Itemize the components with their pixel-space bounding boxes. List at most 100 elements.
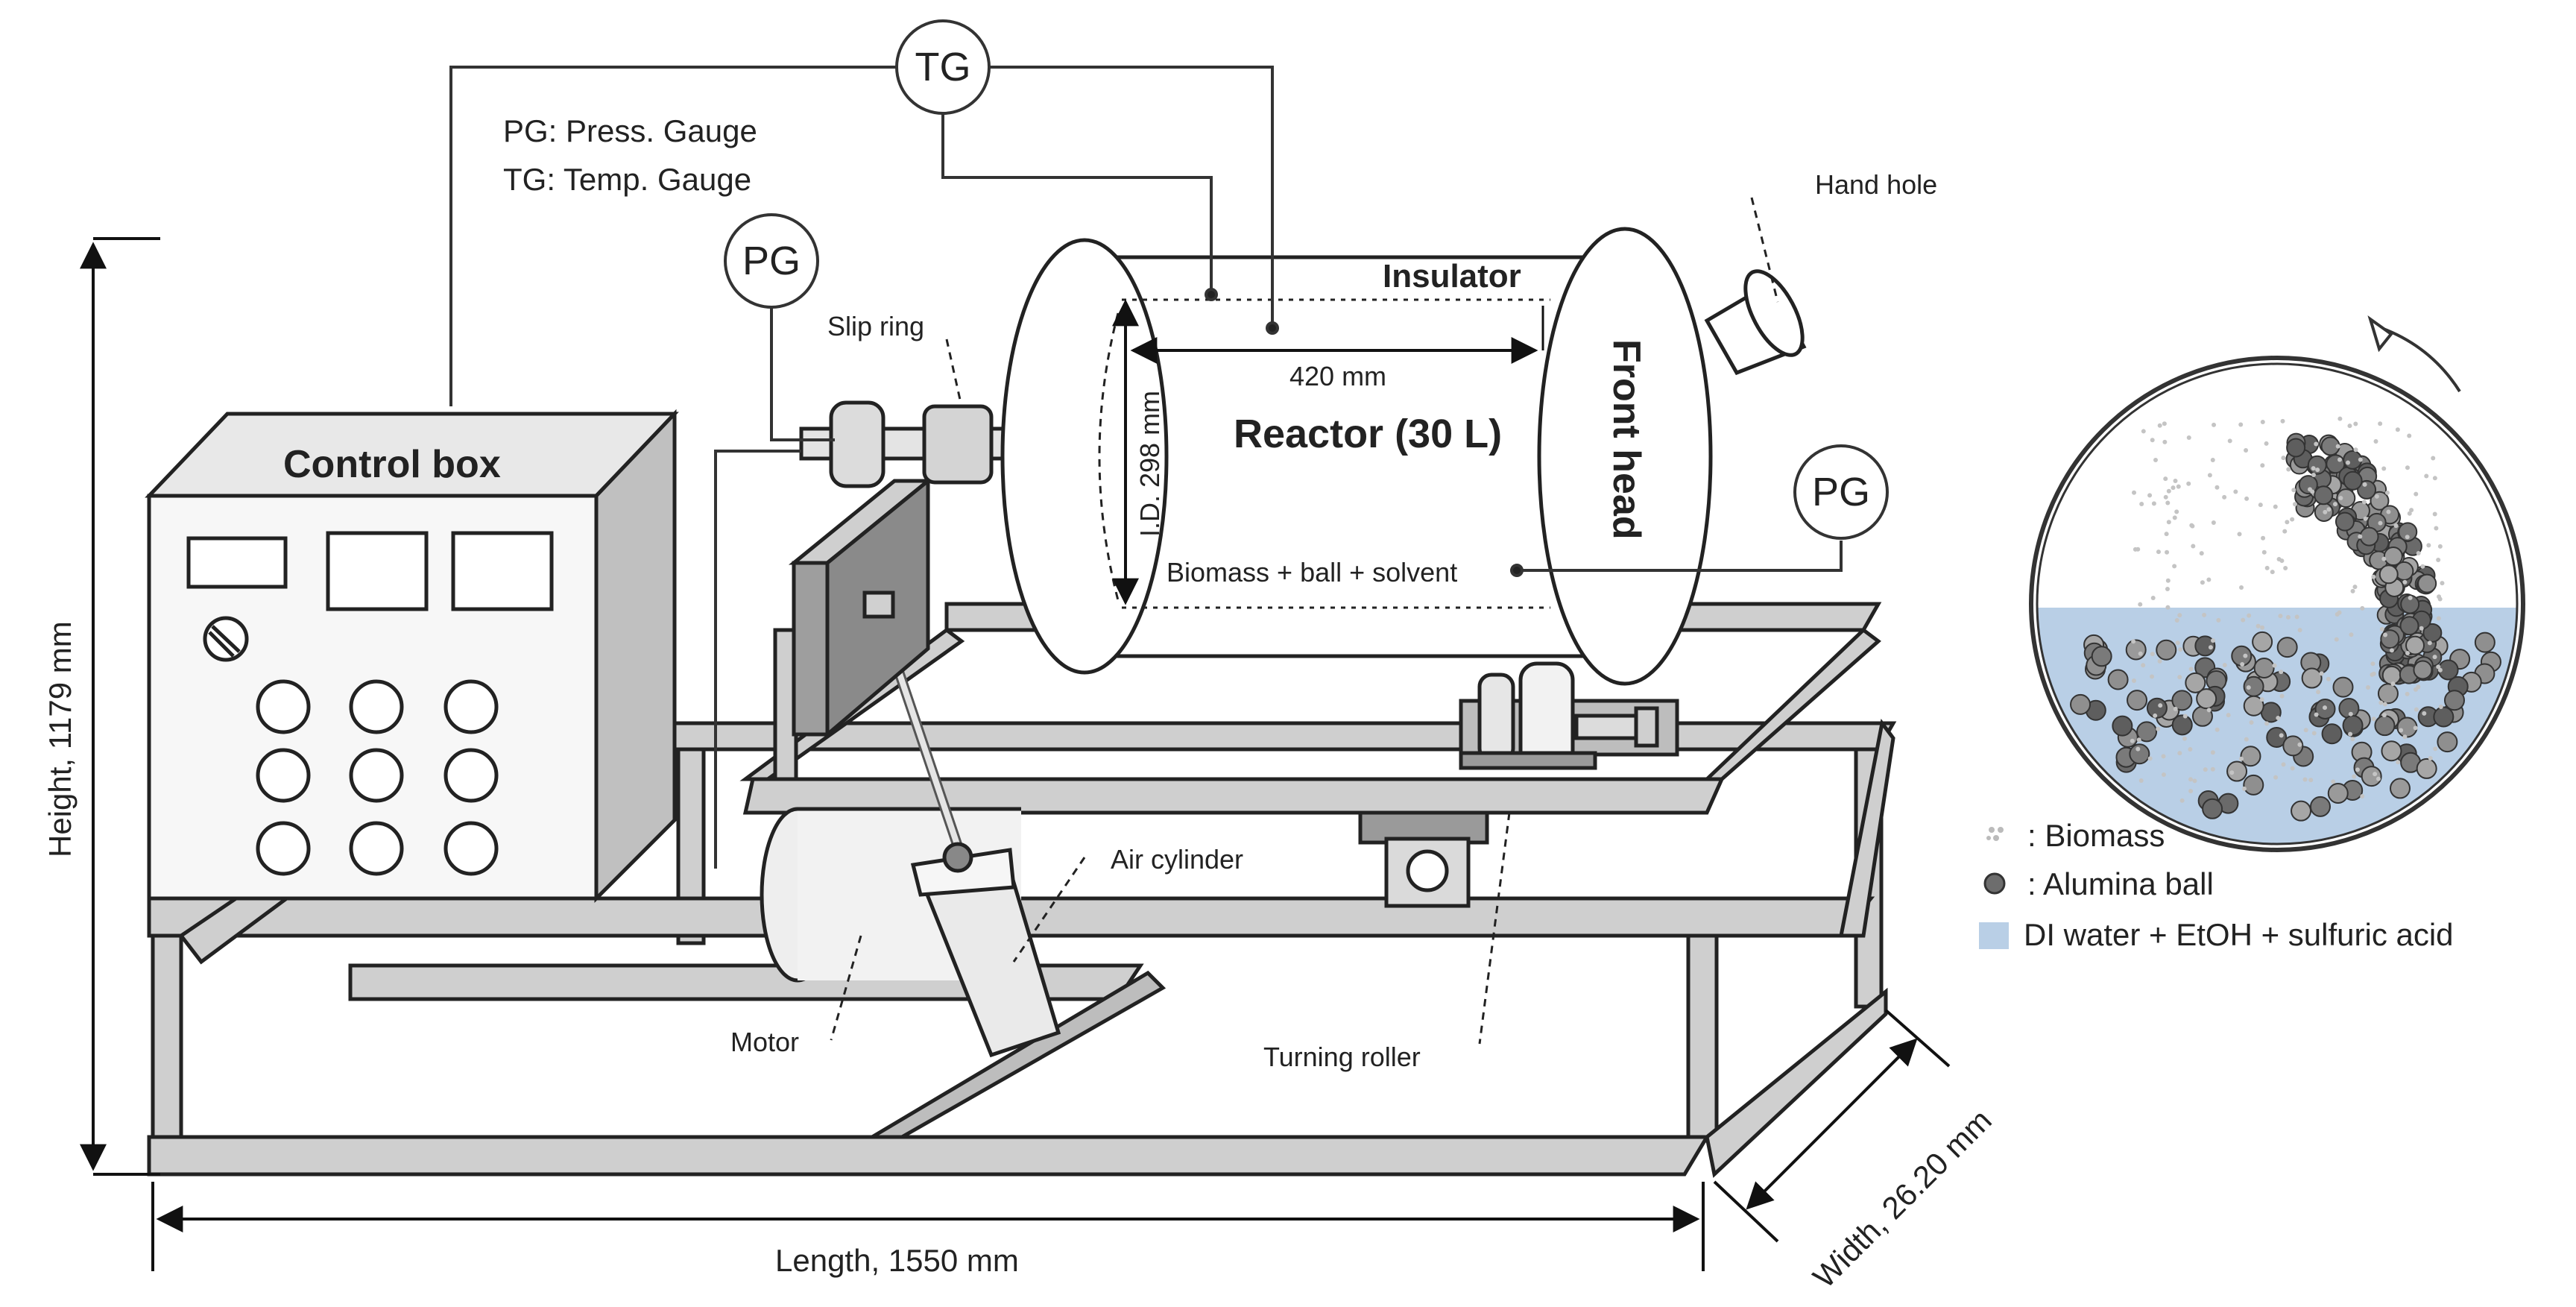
biomass-particle [2360,605,2365,611]
biomass-particle [2203,767,2208,772]
biomass-particle [2294,614,2299,620]
biomass-particle [2276,715,2281,720]
biomass-particle [2131,678,2136,683]
biomass-particle [2150,652,2155,657]
biomass-particle [2177,613,2182,618]
biomass-symbol [1986,827,2004,841]
biomass-particle [2405,691,2410,696]
biomass-particle [2150,596,2156,601]
biomass-particle [2409,508,2414,513]
biomass-particle [2290,766,2295,771]
biomass-particle [2350,737,2355,742]
alumina-ball [2146,697,2168,719]
slip-ring-label: Slip ring [827,311,924,341]
biomass-particle [2390,681,2396,687]
biomass-particle [2431,456,2436,461]
motor-assembly [760,617,1061,1058]
alumina-ball [2156,639,2177,661]
biomass-particle [2130,738,2135,743]
biomass-particle [2308,778,2314,783]
biomass-particle [2153,713,2158,718]
biomass-particle [2272,663,2277,668]
alumina-ball [2334,511,2355,532]
biomass-particle [2188,746,2193,752]
biomass-particle [2260,420,2265,425]
control-box [145,409,679,904]
biomass-particle [2139,502,2144,507]
biomass-particle [2131,639,2136,644]
biomass-particle [2188,777,2193,782]
biomass-particle [2348,731,2353,737]
biomass-particle [2161,772,2166,778]
alumina-ball [2343,470,2363,491]
biomass-particle [2214,485,2220,490]
alumina-ball [2309,796,2331,817]
biomass-particle [2186,435,2191,441]
biomass-particle [2243,653,2248,658]
biomass-particle [2199,551,2204,556]
biomass-particle [2238,422,2244,427]
alumina-ball [2091,646,2112,667]
alumina-ball [2417,573,2437,593]
biomass-particle [2150,674,2155,679]
biomass-particle [2239,756,2244,761]
biomass-particle [2337,416,2343,421]
biomass-particle [2316,690,2321,695]
biomass-particle [2171,485,2176,491]
biomass-particle [2381,556,2387,561]
biomass-particle [2314,441,2319,447]
biomass-particle [2358,457,2363,462]
biomass-particle [2281,762,2286,767]
biomass-particle [2407,433,2412,438]
biomass-particle [2414,707,2419,712]
alumina-ball [2136,721,2158,743]
biomass-particle [2132,490,2137,495]
biomass-particle [2322,705,2327,711]
biomass-particle [2361,500,2367,505]
biomass-particle [2420,564,2425,569]
alumina-ball [2374,715,2396,737]
biomass-particle [2396,760,2401,765]
alumina-ball [2399,616,2419,636]
contents-label: Biomass + ball + solvent [1167,557,1457,588]
biomass-particle [2422,711,2427,716]
biomass-particle [2210,458,2215,463]
biomass-particle [2366,684,2371,690]
biomass-particle [2358,534,2363,539]
gauge-tg-label: TG [915,45,971,89]
biomass-particle [2323,509,2328,514]
biomass-particle [2157,423,2162,428]
height-dimension-label: Height, 1179 mm [42,621,78,857]
alumina-ball [2413,660,2433,680]
alumina-ball [2361,766,2382,787]
biomass-particle [2186,481,2191,486]
biomass-particle [2286,467,2291,472]
biomass-particle [2264,565,2270,570]
biomass-particle [2362,482,2367,487]
biomass-particle [2314,712,2319,717]
alumina-ball [2196,688,2217,710]
biomass-particle [2261,549,2267,555]
biomass-particle [2419,626,2424,631]
biomass-particle [2416,550,2421,555]
biomass-particle [2428,756,2433,761]
turning-roller [1459,661,1679,770]
gauge-pg-left-label: PG [742,239,801,283]
biomass-particle [2436,664,2441,670]
biomass-particle [2413,687,2418,692]
biomass-particle [2319,671,2324,676]
biomass-particle [2370,672,2375,677]
biomass-particle [2158,703,2163,708]
biomass-particle [2179,798,2185,803]
biomass-particle [2303,728,2308,733]
biomass-particle [2347,423,2352,429]
biomass-particle [2163,476,2168,482]
gauge-pg-right-label: PG [1812,470,1870,514]
biomass-particle [2438,705,2443,710]
biomass-particle [2174,618,2179,623]
biomass-particle [2177,675,2182,680]
biomass-particle [2264,441,2269,446]
biomass-particle [2279,733,2284,738]
biomass-particle [2259,697,2264,702]
